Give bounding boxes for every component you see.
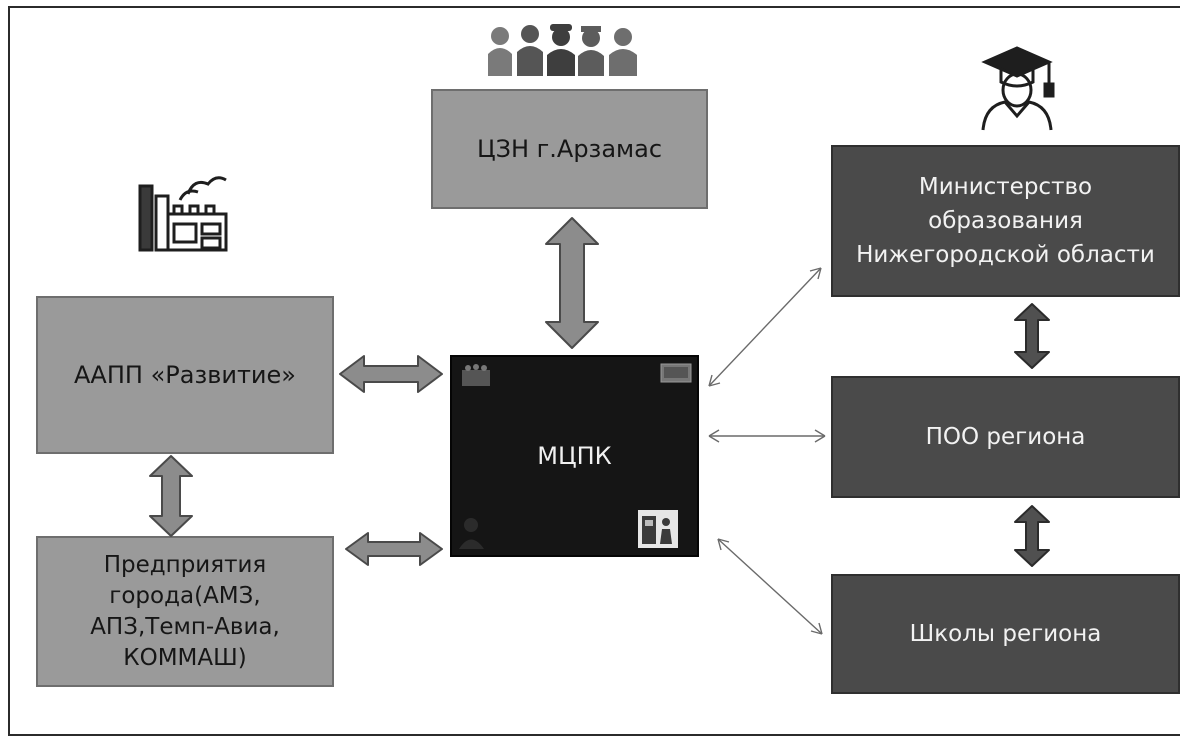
link-mcpk-schools [717, 538, 823, 635]
mcpk-workshop-mini-icon [638, 510, 678, 548]
node-aapp-razvitie: ААПП «Развитие» [36, 296, 334, 454]
link-mcpk-minobr [708, 267, 822, 387]
arrow-pred-mcpk [345, 532, 443, 566]
arrow-aapp-pred [149, 455, 193, 537]
node-cszn-arzamas: ЦЗН г.Арзамас [431, 89, 708, 209]
mcpk-person-mini-icon [459, 518, 484, 549]
people-group-icon [488, 24, 637, 76]
arrow-cszn-mcpk [545, 217, 599, 349]
mcpk-people-mini-icon [462, 364, 490, 386]
arrow-poo-schools [1014, 505, 1050, 567]
graduate-icon [981, 46, 1055, 131]
node-poo-region: ПОО региона [831, 376, 1180, 498]
arrow-minobr-poo [1014, 303, 1050, 369]
factory-icon [138, 176, 228, 252]
mcpk-monitor-mini-icon [660, 363, 692, 383]
node-city-enterprises: Предприятия города(АМЗ, АПЗ,Темп-Авиа, К… [36, 536, 334, 687]
arrow-aapp-mcpk [339, 355, 443, 393]
node-schools-region: Школы региона [831, 574, 1180, 694]
node-ministry-education: Министерство образования Нижегородской о… [831, 145, 1180, 297]
